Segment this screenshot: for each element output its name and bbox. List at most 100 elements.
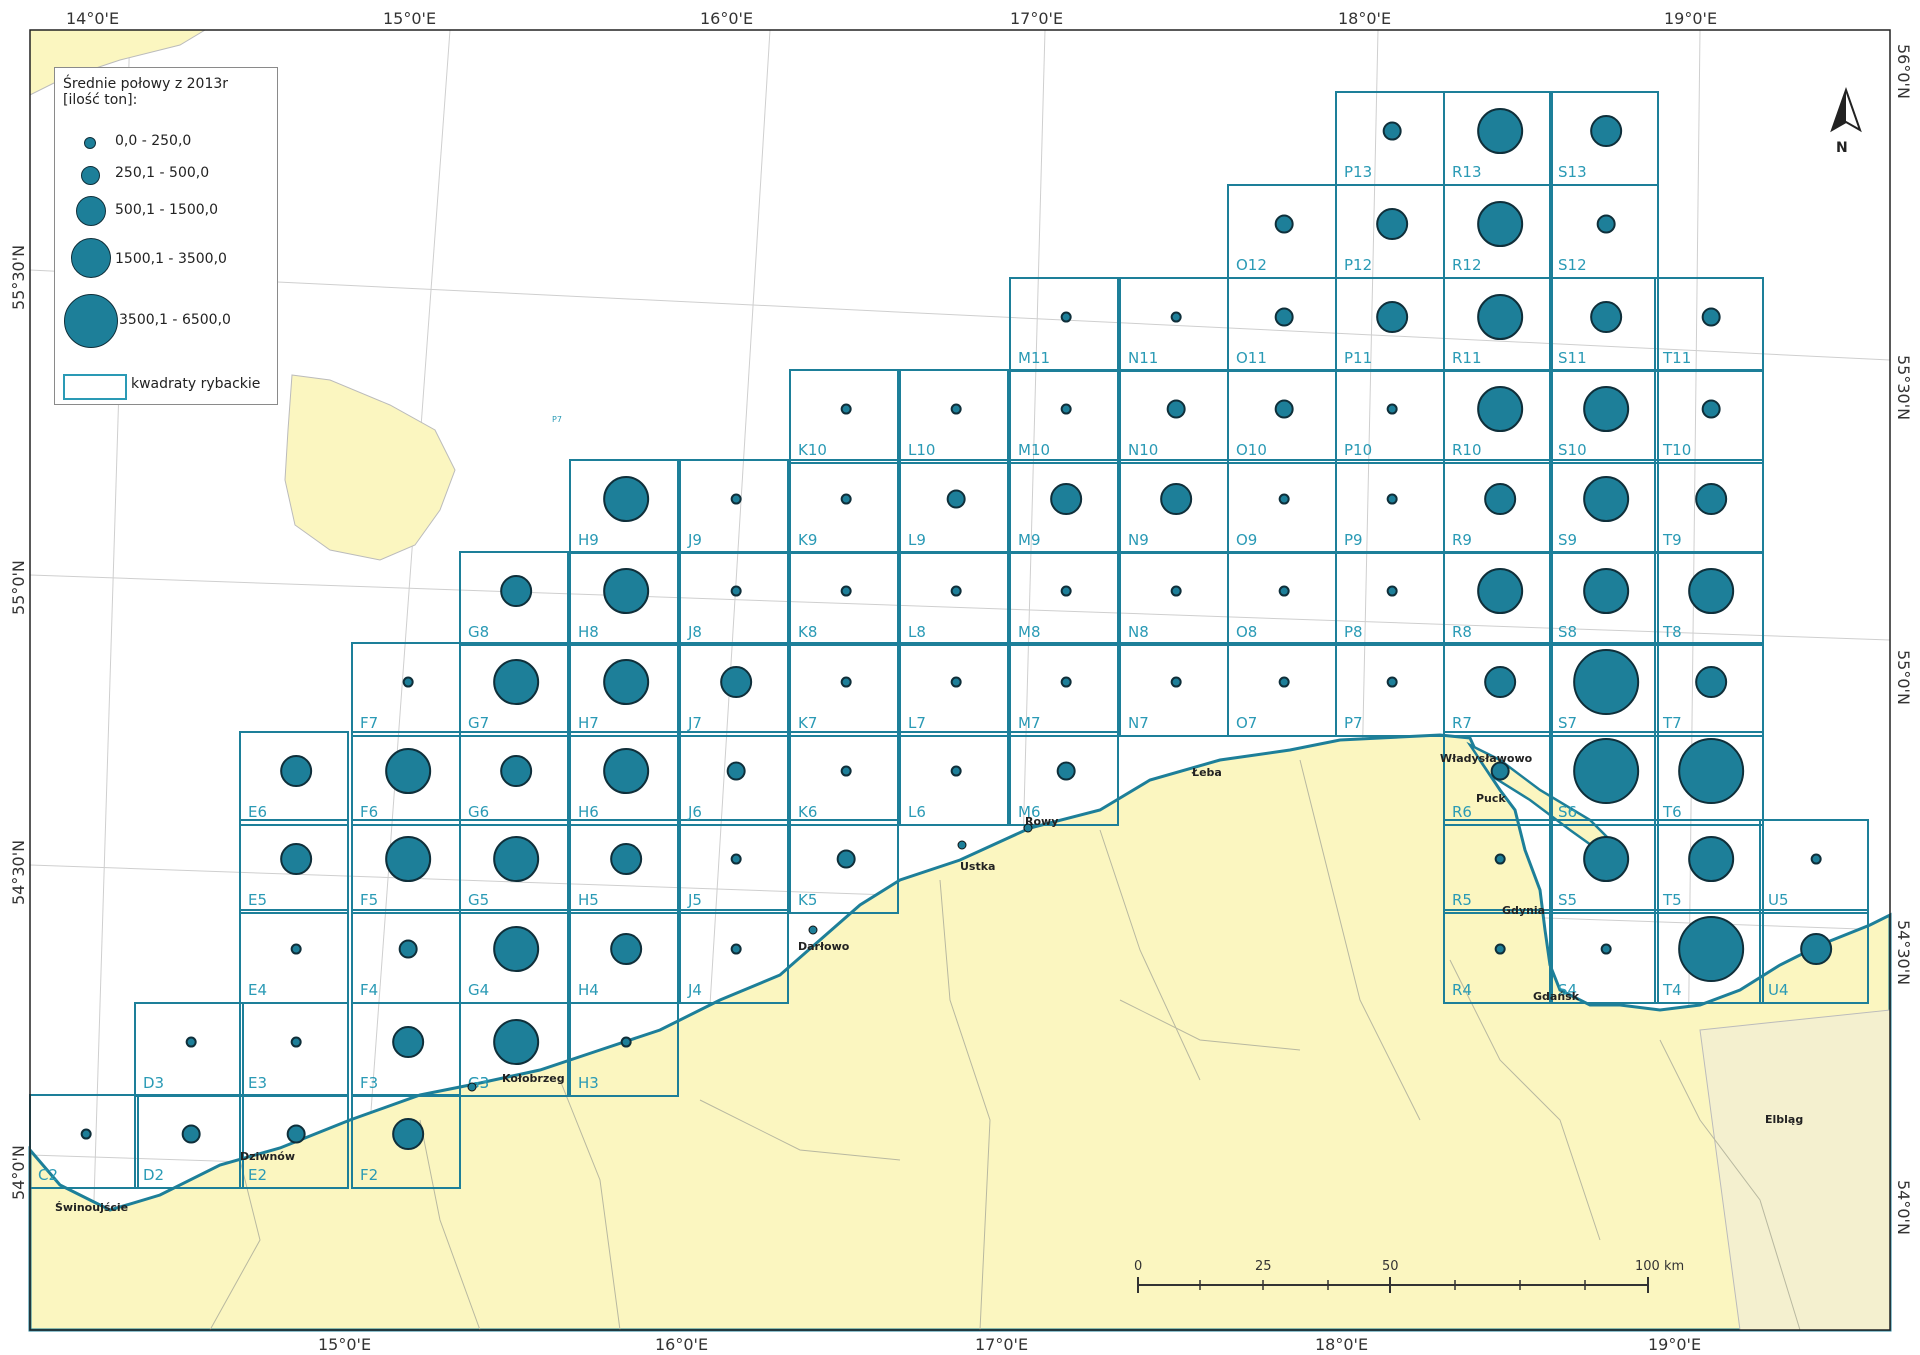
- catch-circle: [392, 1026, 425, 1059]
- grid-square-label: N7: [1128, 714, 1149, 732]
- catch-circle: [1166, 399, 1186, 419]
- catch-circle: [1688, 568, 1735, 615]
- town-ustka-dot: [957, 840, 967, 850]
- grid-square: [569, 731, 679, 826]
- grid-square: [459, 731, 569, 826]
- catch-circle: [1590, 115, 1623, 148]
- grid-square-label: D2: [143, 1166, 164, 1184]
- right-axis-label: 54°0'N: [1894, 1180, 1913, 1235]
- right-axis-label: 54°30'N: [1894, 920, 1913, 985]
- grid-square-label: S6: [1558, 803, 1577, 821]
- grid-square: [459, 551, 569, 646]
- grid-square-label: R6: [1452, 803, 1472, 821]
- catch-circle: [500, 575, 533, 608]
- catch-circle: [1573, 738, 1640, 805]
- grid-square: [789, 642, 899, 737]
- catch-circle: [1800, 933, 1833, 966]
- grid-square-label: R7: [1452, 714, 1472, 732]
- grid-square-label: S13: [1558, 163, 1587, 181]
- grid-square: [239, 909, 349, 1004]
- catch-circle: [493, 836, 540, 883]
- catch-circle: [1583, 836, 1630, 883]
- grid-square-label: J9: [687, 531, 702, 549]
- grid-square-label: R11: [1452, 349, 1482, 367]
- catch-circle: [1278, 585, 1290, 597]
- catch-circle: [1160, 483, 1193, 516]
- grid-square: [1759, 819, 1869, 914]
- grid-square-label: L9: [908, 531, 926, 549]
- town-darlowo: Darłowo: [798, 940, 850, 953]
- bottom-axis: 15°0'E 16°0'E 17°0'E 18°0'E 19°0'E: [318, 1335, 1701, 1354]
- grid-square-label: P10: [1344, 441, 1372, 459]
- catch-circle: [620, 1036, 632, 1048]
- grid-square-label: T6: [1662, 803, 1682, 821]
- grid-square-label: P12: [1344, 256, 1372, 274]
- town-rowy: Rowy: [1025, 815, 1058, 828]
- catch-circle: [1583, 386, 1630, 433]
- grid-square-label: O9: [1236, 531, 1257, 549]
- bottom-axis-label: 18°0'E: [1315, 1335, 1368, 1354]
- catch-circle: [1701, 399, 1721, 419]
- catch-circle: [500, 755, 533, 788]
- left-axis: 55°30'N 55°0'N 54°30'N 54°0'N: [9, 245, 28, 1200]
- catch-circle: [840, 676, 852, 688]
- grid-square: [134, 1002, 244, 1097]
- grid-square: [239, 819, 349, 914]
- scale-tick-100: 100 km: [1635, 1259, 1684, 1274]
- catch-circle: [1600, 943, 1612, 955]
- legend-title: Średnie połowy z 2013r [ilość ton]:: [63, 76, 228, 108]
- grid-square-label: G6: [468, 803, 489, 821]
- catch-circle: [840, 765, 852, 777]
- grid-square-label: U4: [1768, 981, 1789, 999]
- grid-square-label: H6: [578, 803, 599, 821]
- town-dziwnow: Dziwnów: [240, 1150, 295, 1163]
- grid-square: [1443, 642, 1553, 737]
- catch-circle: [840, 403, 852, 415]
- grid-square-label: H4: [578, 981, 599, 999]
- legend-class-5: 3500,1 - 6500,0: [55, 294, 277, 348]
- grid-square-label: N11: [1128, 349, 1158, 367]
- fishing-grid: [29, 91, 1869, 1189]
- grid-square-label: R4: [1452, 981, 1472, 999]
- catch-circle: [1490, 761, 1510, 781]
- grid-square-label: P7: [1344, 714, 1363, 732]
- grid-square-label: N10: [1128, 441, 1158, 459]
- right-axis-label: 55°30'N: [1894, 355, 1913, 420]
- grid-square-label: E2: [248, 1166, 267, 1184]
- grid-square-label: R13: [1452, 163, 1482, 181]
- grid-square: [569, 909, 679, 1004]
- grid-square-label: T7: [1662, 714, 1682, 732]
- catch-circle: [1376, 208, 1409, 241]
- catch-circle: [610, 843, 643, 876]
- catch-circle: [493, 1019, 540, 1066]
- catch-circle: [720, 666, 753, 699]
- catch-circle: [1386, 585, 1398, 597]
- grid-square-label: P8: [1344, 623, 1363, 641]
- grid-square: [679, 731, 789, 826]
- grid-square-label: F4: [360, 981, 378, 999]
- grid-square-label: T5: [1662, 891, 1682, 909]
- legend-class-label: 1500,1 - 3500,0: [115, 251, 227, 267]
- grid-square-label: R9: [1452, 531, 1472, 549]
- grid-square: [1549, 642, 1659, 737]
- grid-square-label: H8: [578, 623, 599, 641]
- grid-square-label: J6: [687, 803, 702, 821]
- town-elblag: Elbląg: [1765, 1113, 1803, 1126]
- catch-circle: [1060, 403, 1072, 415]
- legend-class-4: 1500,1 - 3500,0: [55, 237, 277, 278]
- grid-square-label: K6: [798, 803, 817, 821]
- legend-class-label: 3500,1 - 6500,0: [119, 312, 231, 328]
- grid-square: [679, 819, 789, 914]
- grid-square-label: L10: [908, 441, 935, 459]
- grid-square: [1549, 819, 1659, 914]
- grid-square-label: F6: [360, 803, 378, 821]
- legend-class-2: 250,1 - 500,0: [55, 158, 277, 198]
- grid-square-label: P9: [1344, 531, 1363, 549]
- grid-square: [1443, 909, 1553, 1004]
- town-kolobrzeg-dot: [467, 1082, 477, 1092]
- catch-circle: [1060, 676, 1072, 688]
- catch-circle: [1050, 483, 1083, 516]
- grid-square: [1654, 731, 1764, 826]
- legend-dot-icon: [71, 238, 111, 278]
- catch-circle: [1596, 214, 1616, 234]
